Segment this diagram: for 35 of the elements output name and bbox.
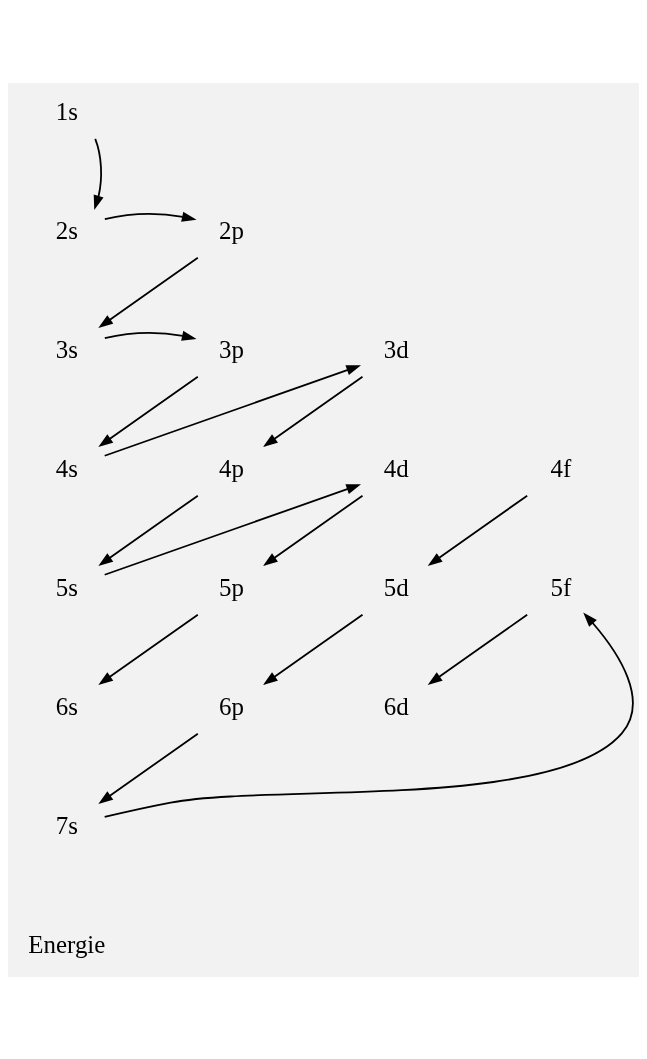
node-text: 5p — [219, 573, 244, 601]
arrow — [98, 613, 199, 685]
label: Energie — [28, 930, 106, 958]
node-text: 5f — [550, 573, 572, 601]
node-text: 4s — [55, 454, 78, 482]
node-text: 3s — [55, 335, 78, 363]
node-text: 2s — [55, 216, 78, 244]
node-text: 2p — [219, 216, 244, 244]
node-text: 5s — [55, 573, 78, 601]
node-text: 5d — [383, 573, 409, 601]
arrow — [103, 330, 197, 341]
node-text: 4d — [383, 454, 409, 482]
node-text: 6p — [219, 692, 244, 720]
node-text: 1s — [55, 97, 78, 125]
arrow — [263, 375, 364, 447]
node-text: 6d — [383, 692, 409, 720]
arrow — [263, 494, 364, 566]
arrow — [263, 613, 364, 685]
arrow — [427, 613, 529, 685]
arrow — [98, 494, 199, 566]
arrow — [427, 494, 529, 566]
node-text: 3d — [383, 335, 409, 363]
arrow — [103, 483, 361, 576]
arrow — [93, 137, 104, 210]
arrow — [98, 256, 199, 328]
node-text: 4p — [219, 454, 244, 482]
arrow — [103, 364, 361, 457]
node-text: 4f — [550, 454, 572, 482]
node-text: 3p — [219, 335, 244, 363]
node-text: 6s — [55, 692, 78, 720]
arrow — [98, 375, 199, 447]
arrow — [103, 611, 634, 818]
arrow — [98, 732, 199, 804]
node-text: 7s — [55, 811, 78, 839]
arrow — [103, 211, 197, 222]
